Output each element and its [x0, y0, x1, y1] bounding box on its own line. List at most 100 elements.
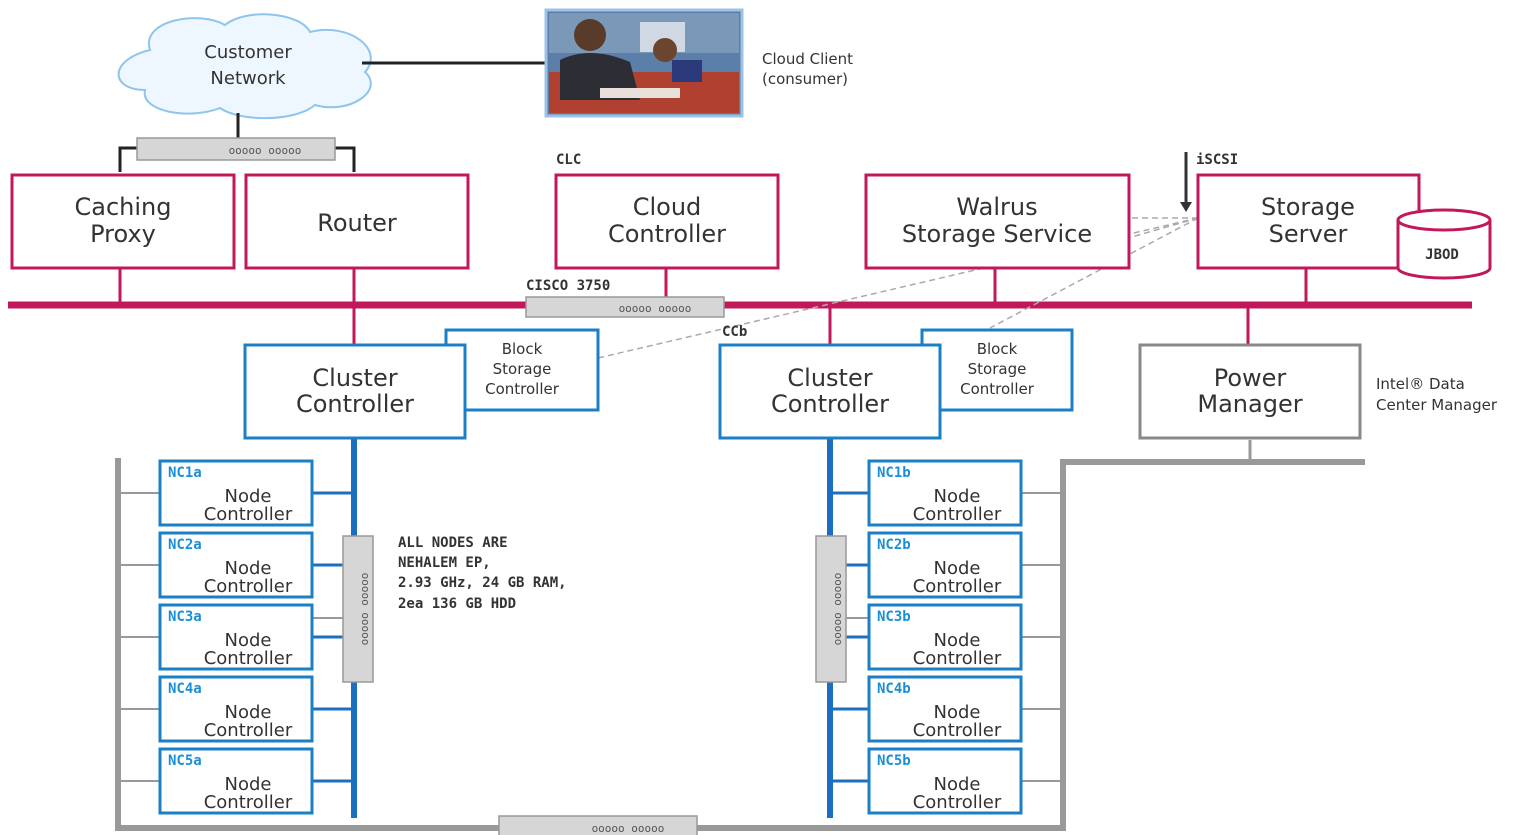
node-label-line2: Controller: [913, 576, 1002, 597]
walrus-line1: Walrus: [956, 193, 1037, 221]
node-id: NC3a: [168, 609, 202, 625]
bsc-a-box: Block Storage Controller: [444, 328, 600, 412]
walrus-box: Walrus Storage Service: [864, 173, 1131, 270]
node-id: NC5a: [168, 753, 202, 769]
node-label-line2: Controller: [204, 720, 293, 741]
node-label-line2: Controller: [913, 504, 1002, 525]
cloud-controller-line1: Cloud: [633, 193, 702, 221]
node-label-line2: Controller: [204, 576, 293, 597]
router-box: Router: [244, 173, 470, 270]
node-label-line1: Node: [934, 702, 981, 723]
cisco-switch: ooooo ooooo: [525, 296, 725, 318]
rack-switch-a-ports: ooooo ooooo: [359, 573, 372, 646]
note-line4: 2ea 136 GB HDD: [398, 596, 516, 612]
cluster-b-line2: Controller: [771, 390, 889, 418]
intel-dcm-line2: Center Manager: [1376, 396, 1498, 414]
node-label-line1: Node: [225, 486, 272, 507]
node-id: NC4b: [877, 681, 911, 697]
cloud-client-line2: (consumer): [762, 70, 848, 88]
cloud-controller-box: Cloud Controller: [554, 173, 780, 270]
caching-proxy-line1: Caching: [75, 193, 172, 221]
router-label: Router: [317, 209, 397, 237]
node-label-line1: Node: [225, 630, 272, 651]
bottom-switch: ooooo ooooo: [498, 815, 698, 835]
node-box: [158, 747, 314, 815]
iscsi-tag: iSCSI: [1196, 152, 1238, 168]
bsc-b-box: Block Storage Controller: [920, 328, 1074, 412]
node-id: NC4a: [168, 681, 202, 697]
customer-network-line1: Customer: [204, 42, 292, 63]
cisco-switch-ports: ooooo ooooo: [619, 302, 692, 315]
node-id: NC1b: [877, 465, 911, 481]
node-id: NC1a: [168, 465, 202, 481]
node-network-lines: [115, 458, 1365, 831]
node-box: [867, 675, 1023, 743]
node-box: [867, 747, 1023, 815]
cluster-buses: [313, 438, 870, 818]
note-line3: 2.93 GHz, 24 GB RAM,: [398, 575, 567, 591]
node-label-line2: Controller: [913, 792, 1002, 813]
node-label-line1: Node: [225, 558, 272, 579]
note-line2: NEHALEM EP,: [398, 555, 491, 571]
note-line1: ALL NODES ARE: [398, 535, 508, 551]
walrus-line2: Storage Service: [902, 220, 1092, 248]
bsc-b-line1: Block: [977, 340, 1018, 358]
node-label-line1: Node: [934, 774, 981, 795]
node-box: [867, 603, 1023, 671]
node-box: [867, 531, 1023, 599]
cloud-client-line1: Cloud Client: [762, 50, 853, 68]
node-id: NC2b: [877, 537, 911, 553]
rack-switch-a: ooooo ooooo: [342, 535, 374, 683]
node-label-line1: Node: [225, 702, 272, 723]
clc-tag: CLC: [556, 152, 581, 168]
node-controllers-a: NC1aNodeControllerNC2aNodeControllerNC3a…: [158, 459, 314, 815]
node-label-line1: Node: [225, 774, 272, 795]
cluster-a-line1: Cluster: [312, 364, 397, 392]
cloud-client-photo: [544, 8, 744, 118]
node-label-line2: Controller: [204, 648, 293, 669]
bottom-switch-ports: ooooo ooooo: [592, 822, 665, 835]
node-label-line2: Controller: [204, 792, 293, 813]
cluster-b-line1: Cluster: [787, 364, 872, 392]
node-box: [158, 675, 314, 743]
jbod-cylinder: JBOD: [1396, 208, 1492, 280]
main-backbone: [8, 268, 1472, 345]
node-net-left-rail: [115, 458, 500, 831]
bsc-a-line2: Storage: [493, 360, 552, 378]
storage-server-line1: Storage: [1261, 193, 1355, 221]
bsc-a-line1: Block: [502, 340, 543, 358]
customer-network-line2: Network: [210, 68, 286, 89]
node-label-line1: Node: [934, 630, 981, 651]
caching-proxy-line2: Proxy: [90, 220, 156, 248]
node-box: [158, 531, 314, 599]
jbod-label: JBOD: [1425, 247, 1459, 263]
power-manager-line1: Power: [1214, 364, 1287, 392]
node-label-line2: Controller: [204, 504, 293, 525]
node-label-line2: Controller: [913, 720, 1002, 741]
node-id: NC5b: [877, 753, 911, 769]
top-switch: ooooo ooooo: [118, 137, 356, 172]
node-label-line1: Node: [934, 558, 981, 579]
cluster-b-box: Cluster Controller: [718, 343, 942, 440]
node-controllers-b: NC1bNodeControllerNC2bNodeControllerNC3b…: [867, 459, 1023, 815]
storage-server-box: Storage Server: [1196, 173, 1421, 270]
cloud-controller-line2: Controller: [608, 220, 726, 248]
node-net-stubs: [118, 440, 1252, 782]
node-label-line1: Node: [934, 486, 981, 507]
node-spec-note: ALL NODES ARE NEHALEM EP, 2.93 GHz, 24 G…: [398, 535, 567, 612]
rack-switch-b: ooooo ooooo: [815, 535, 847, 683]
cluster-a-box: Cluster Controller: [243, 343, 467, 440]
storage-server-line2: Server: [1269, 220, 1348, 248]
ccb-tag: CCb: [722, 324, 747, 340]
node-label-line2: Controller: [913, 648, 1002, 669]
